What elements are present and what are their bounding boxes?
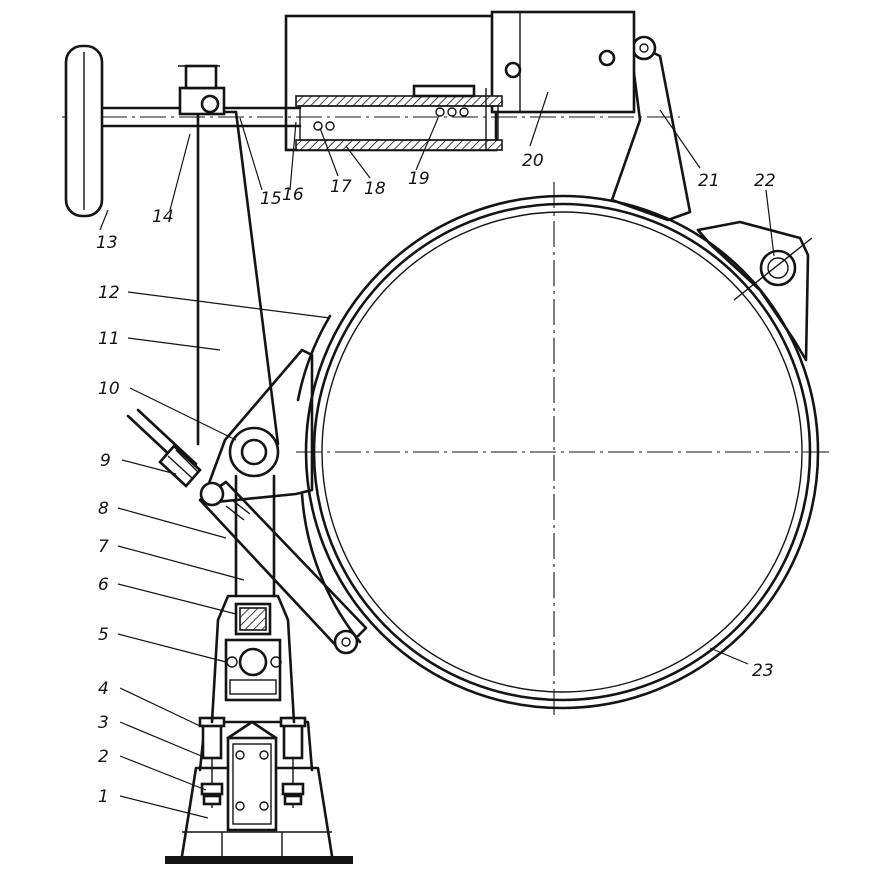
link-arm: [610, 35, 692, 222]
brake-lining: [296, 314, 362, 644]
callout-20: 20: [522, 151, 544, 171]
callout-14: 14: [152, 207, 174, 227]
lower-brake-arm: [198, 480, 368, 655]
callout-22: 22: [754, 171, 776, 191]
callout-16: 16: [282, 185, 304, 205]
upper-stand-clevis: [210, 594, 296, 724]
callout-13: 13: [96, 233, 118, 253]
screw-spindle: [62, 64, 680, 128]
brake-drum: [296, 182, 830, 720]
callout-7: 7: [98, 537, 109, 557]
callout-17: 17: [330, 177, 352, 197]
brake-lever: [196, 110, 280, 446]
adjusting-bolt-left: [198, 716, 226, 808]
callout-3: 3: [98, 713, 109, 733]
callout-labels: 1 2 3 4 5 6 7 8 9 10 11 12 13 14 15 16 1…: [96, 151, 776, 807]
shoe-bracket-plate: [203, 348, 314, 504]
callout-19: 19: [408, 169, 430, 189]
callout-5: 5: [98, 625, 109, 645]
callout-12: 12: [98, 283, 120, 303]
callout-10: 10: [98, 379, 120, 399]
callout-9: 9: [100, 451, 111, 471]
right-bracket: [696, 220, 813, 362]
callout-1: 1: [98, 787, 109, 807]
actuator-springs: [313, 84, 476, 131]
callout-2: 2: [98, 747, 109, 767]
callout-21: 21: [698, 171, 720, 191]
tension-rod: [126, 408, 202, 488]
callout-6: 6: [98, 575, 109, 595]
callout-8: 8: [98, 499, 109, 519]
column: [234, 474, 276, 598]
handwheel[interactable]: [64, 44, 104, 218]
callout-15: 15: [260, 189, 282, 209]
actuator-housing: [284, 10, 636, 152]
callout-4: 4: [98, 679, 109, 699]
callout-18: 18: [364, 179, 386, 199]
callout-11: 11: [98, 329, 120, 349]
adjusting-bolt-right: [279, 716, 307, 808]
callout-leaders: [99, 91, 775, 819]
callout-23: 23: [752, 661, 774, 681]
